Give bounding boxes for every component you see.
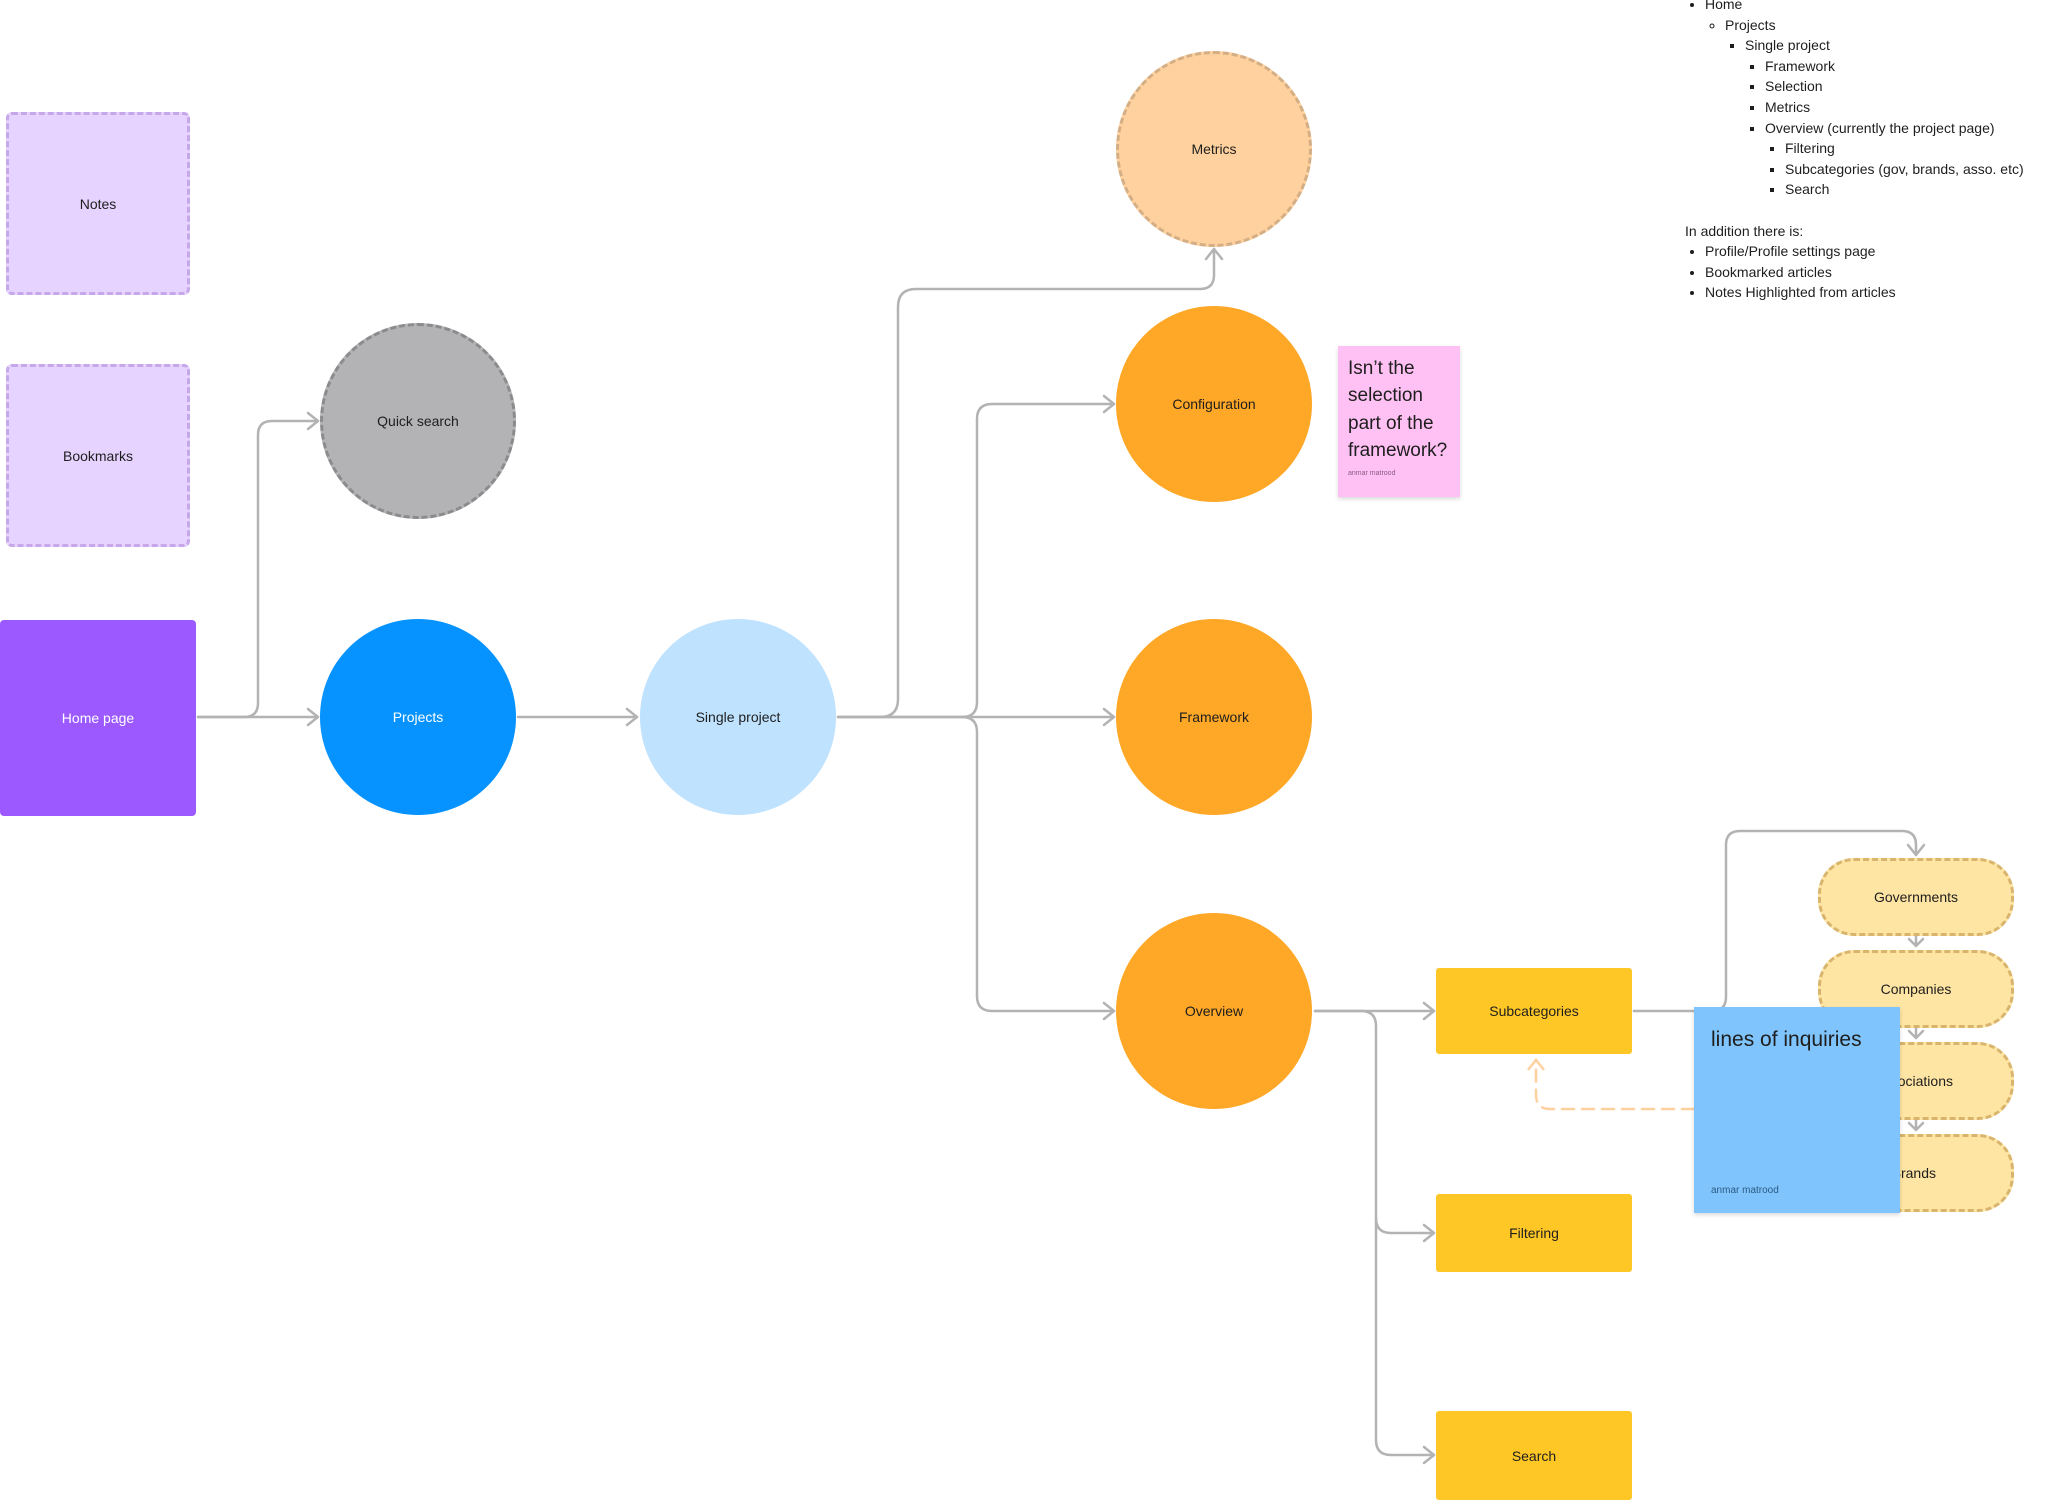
connector-inquiries-subcategories [1534,1058,1696,1111]
sticky-note-author: anmar matrood [1711,1185,1779,1196]
brands-label: 3rands [1893,1165,1936,1181]
companies-label: Companies [1880,981,1952,997]
overview-label: Overview [1184,1003,1244,1019]
configuration-node[interactable]: Configuration [1116,306,1312,502]
outline-item-framework: Framework [1765,56,2024,77]
framework-label: Framework [1178,709,1249,725]
arrowhead [1527,1057,1545,1071]
connector-single-configuration [836,402,1116,719]
arrowhead [1422,1445,1436,1465]
single-project-node[interactable]: Single project [640,619,836,815]
sticky-note-pink[interactable]: Isn’t the selection part of the framewor… [1338,346,1460,497]
metrics-label: Metrics [1191,141,1237,157]
bookmarks-node[interactable]: Bookmarks [6,364,190,547]
connector-associations-brands [1907,1118,1925,1132]
notes-node[interactable]: Notes [6,112,190,295]
outline-item-profile: Profile/Profile settings page [1705,241,2024,262]
governments-node[interactable]: Governments [1818,858,2014,936]
connector-governments-companies [1907,934,1925,948]
subcategories-label: Subcategories [1489,1003,1579,1019]
arrowhead [306,411,320,431]
subcategories-node[interactable]: Subcategories [1436,968,1632,1054]
metrics-node[interactable]: Metrics [1116,51,1312,247]
sticky-note-author: anmar matrood [1348,469,1396,477]
sticky-note-blue[interactable]: lines of inquiries anmar matrood [1694,1007,1900,1213]
outline-item-search: Search [1785,179,2024,200]
filtering-label: Filtering [1509,1225,1559,1241]
arrowhead [1102,394,1116,414]
quick-search-label: Quick search [377,413,459,429]
outline-item-overview: Overview (currently the project page) Fi… [1765,118,2024,200]
search-label: Search [1511,1447,1557,1464]
sticky-note-text: lines of inquiries [1711,1028,1862,1051]
filtering-node[interactable]: Filtering [1436,1194,1632,1272]
outline-item-notes-highlighted: Notes Highlighted from articles [1705,282,2024,303]
home-page-label: Home page [61,710,135,726]
search-node[interactable]: Search [1436,1411,1632,1500]
home-page-node[interactable]: Home page [0,620,196,816]
outline-addition-heading: In addition there is: [1685,222,1804,239]
framework-node[interactable]: Framework [1116,619,1312,815]
outline-level-1: Home Projects Single project Framework S… [1685,0,2024,200]
associations-label: ociations [1897,1073,1953,1089]
connector-home-quicksearch [196,419,320,719]
arrowhead [1204,247,1224,261]
outline-item-bookmarked: Bookmarked articles [1705,262,2024,283]
arrowhead [625,707,639,727]
outline-item-filtering: Filtering [1785,138,2024,159]
governments-label: Governments [1873,889,1959,905]
outline-item-projects: Projects Single project Framework Select… [1725,15,2024,200]
notes-label: Notes [79,195,117,212]
projects-node[interactable]: Projects [320,619,516,815]
arrowhead [1422,1223,1436,1243]
outline-item-single-project: Single project Framework Selection Metri… [1745,35,2024,200]
arrowhead [1102,707,1116,727]
single-project-label: Single project [695,709,781,725]
sticky-note-text: Isn’t the selection part of the framewor… [1348,358,1448,462]
bookmarks-label: Bookmarks [62,447,134,464]
outline-item-subcategories: Subcategories (gov, brands, asso. etc) [1785,159,2024,180]
arrowhead [1102,1001,1116,1021]
connector-companies-associations [1907,1026,1925,1040]
arrowhead [1422,1001,1436,1021]
outline-item-home: Home Projects Single project Framework S… [1705,0,2024,200]
arrowhead [306,707,320,727]
outline-item-selection: Selection [1765,76,2024,97]
projects-label: Projects [392,709,444,725]
connector-single-metrics [836,247,1216,719]
connector-overview-filtering [1313,1009,1436,1235]
overview-node[interactable]: Overview [1116,913,1312,1109]
connector-overview-search [1374,1216,1436,1457]
arrowhead [1906,843,1926,857]
quick-search-node[interactable]: Quick search [320,323,516,519]
sitemap-outline: Home Projects Single project Framework S… [1685,0,2024,303]
outline-item-metrics: Metrics [1765,97,2024,118]
outline-addition-list: Profile/Profile settings page Bookmarked… [1685,241,2024,303]
configuration-label: Configuration [1172,396,1256,412]
connector-single-overview [960,715,1116,1013]
